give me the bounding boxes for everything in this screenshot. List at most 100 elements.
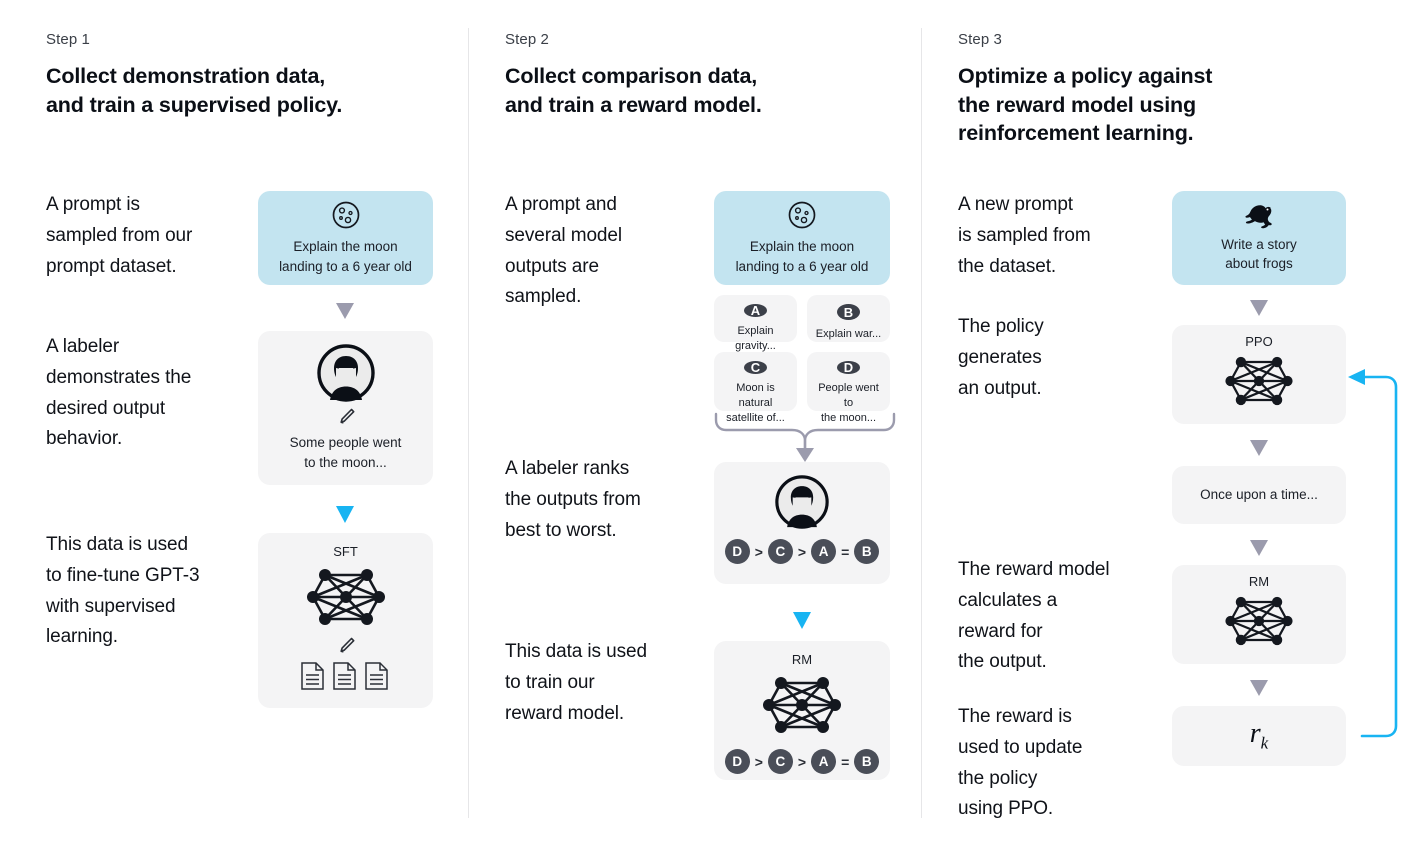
rank-op-1: > (754, 543, 763, 560)
step-2-description-3: This data is used to train our reward mo… (505, 641, 647, 724)
column-divider-1 (468, 28, 469, 818)
step-2-output-c-text: Moon is natural satellite of... (726, 382, 785, 424)
pencil-icon (335, 406, 357, 428)
step-1-description-1: A prompt is sampled from our prompt data… (46, 194, 193, 277)
labeler-avatar-icon (316, 344, 375, 403)
moon-icon (787, 200, 817, 230)
step-3-arrow-1-icon (1250, 300, 1268, 316)
step-1-labeler-text: Some people went to the moon... (289, 435, 402, 470)
step-1-prompt-text: Explain the moon landing to a 6 year old (279, 239, 412, 274)
step-3-rm-card[interactable]: RM (1172, 565, 1346, 664)
badge-c: C (744, 361, 767, 374)
step-3-reward-value: rk (1250, 718, 1268, 754)
step-3-output-text: Once upon a time... (1200, 487, 1318, 503)
rank-item-2: C (767, 749, 793, 774)
step-3-arrow-2-icon (1250, 440, 1268, 456)
step-2-arrow-blue-icon (793, 612, 811, 629)
step-2-ranking-row: D > C > A = B (724, 539, 880, 564)
step-1-description-3: This data is used to fine-tune GPT-3 wit… (46, 534, 200, 648)
step-3-description-2: The policy generates an output. (958, 316, 1044, 399)
step-3-prompt-card[interactable]: Write a story about frogs (1172, 191, 1346, 285)
moon-icon (331, 200, 361, 230)
step-2-output-b-text: Explain war... (815, 328, 882, 341)
step-3-ppo-card[interactable]: PPO (1172, 325, 1346, 424)
step-2-output-c[interactable]: C Moon is natural satellite of... (714, 352, 797, 424)
reward-subscript: k (1260, 733, 1269, 753)
step-1-labeler-card[interactable]: Some people went to the moon... (258, 331, 433, 485)
step-1-title-line-1: Collect demonstration data, (46, 64, 326, 88)
step-2-output-a-text: Explain gravity... (735, 325, 776, 352)
step-3-arrow-4-icon (1250, 680, 1268, 696)
step-2-prompt-card[interactable]: Explain the moon landing to a 6 year old (714, 191, 890, 285)
frog-icon (1241, 203, 1277, 229)
step-3-label: Step 3 (958, 31, 1002, 48)
step-2-title-line-2: and train a reward model. (505, 92, 762, 117)
badge-b: B (837, 304, 860, 321)
step-2-rm-card[interactable]: RM (714, 641, 890, 780)
step-3-rm-title: RM (1248, 574, 1270, 589)
step-2-prompt-text: Explain the moon landing to a 6 year old (735, 239, 869, 274)
step-3-description-4: The reward is used to update the policy … (958, 706, 1083, 820)
step-1-arrow-1-icon (336, 303, 354, 319)
rank-op-3: = (841, 753, 850, 770)
step-3-prompt-text: Write a story about frogs (1221, 236, 1297, 271)
step-1-description-2: A labeler demonstrates the desired outpu… (46, 336, 192, 450)
step-1-title-line-2: and train a supervised policy. (46, 92, 343, 117)
step-2-output-d-text: People went to the moon... (818, 382, 879, 424)
step-2-output-d[interactable]: D People went to the moon... (807, 352, 890, 424)
step-1-prompt-card[interactable]: Explain the moon landing to a 6 year old (258, 191, 433, 285)
neural-network-icon (1219, 350, 1299, 412)
rank-op-3: = (841, 543, 850, 560)
neural-network-icon (305, 561, 387, 633)
step-1-sft-title: SFT (333, 544, 358, 559)
neural-network-icon (761, 669, 843, 741)
step-3-description-3: The reward model calculates a reward for… (958, 559, 1110, 673)
step-1-label: Step 1 (46, 31, 90, 48)
step-3-arrow-3-icon (1250, 540, 1268, 556)
step-2-output-b[interactable]: B Explain war... (807, 295, 890, 342)
rank-op-2: > (797, 753, 807, 770)
reward-symbol: r (1249, 718, 1261, 750)
step-2-description-1: A prompt and several model outputs are s… (505, 194, 622, 308)
step-2-column: Step 2 Collect comparison data, and trai… (469, 0, 922, 844)
step-2-label: Step 2 (505, 31, 549, 48)
step-2-title-line-1: Collect comparison data, (505, 64, 758, 88)
rank-op-1: > (754, 753, 763, 770)
step-3-description-1: A new prompt is sampled from the dataset… (958, 194, 1091, 277)
step-3-title: Optimize a policy against the reward mod… (958, 62, 1378, 148)
step-2-rm-title: RM (791, 652, 813, 667)
column-divider-2 (921, 28, 922, 818)
badge-d: D (837, 361, 860, 374)
step-2-labeler-ranking-card[interactable]: D > C > A = B (714, 462, 890, 584)
step-3-ppo-title: PPO (1245, 334, 1273, 349)
step-3-feedback-loop-icon (1340, 360, 1406, 742)
pencil-icon (335, 635, 357, 657)
rank-item-4: B (854, 749, 880, 774)
step-1-arrow-2-icon (336, 506, 354, 523)
rank-item-1: D (724, 749, 750, 774)
rank-item-2: C (767, 539, 793, 564)
neural-network-icon (1219, 590, 1299, 652)
step-2-rm-ranking-row: D > C > A = B (724, 749, 880, 774)
step-2-title: Collect comparison data, and train a rew… (505, 62, 905, 119)
step-2-merge-connector-icon (707, 412, 903, 462)
badge-a: A (744, 304, 767, 317)
rank-item-3: A (811, 749, 837, 774)
step-2-output-a[interactable]: A Explain gravity... (714, 295, 797, 352)
step-2-description-2: A labeler ranks the outputs from best to… (505, 458, 641, 541)
rank-op-2: > (797, 543, 807, 560)
step-1-title: Collect demonstration data, and train a … (46, 62, 446, 119)
documents-icon (300, 661, 392, 691)
step-3-title-line-2: the reward model using (958, 92, 1197, 117)
step-3-output-card[interactable]: Once upon a time... (1172, 466, 1346, 524)
step-3-reward-card[interactable]: rk (1172, 706, 1346, 766)
rank-item-1: D (724, 539, 750, 564)
step-1-sft-card[interactable]: SFT (258, 533, 433, 708)
rank-item-4: B (854, 539, 880, 564)
step-3-title-line-1: Optimize a policy against (958, 64, 1213, 88)
step-3-title-line-3: reinforcement learning. (958, 121, 1194, 146)
rank-item-3: A (811, 539, 837, 564)
step-3-column: Step 3 Optimize a policy against the rew… (922, 0, 1412, 844)
labeler-avatar-icon (775, 475, 829, 529)
